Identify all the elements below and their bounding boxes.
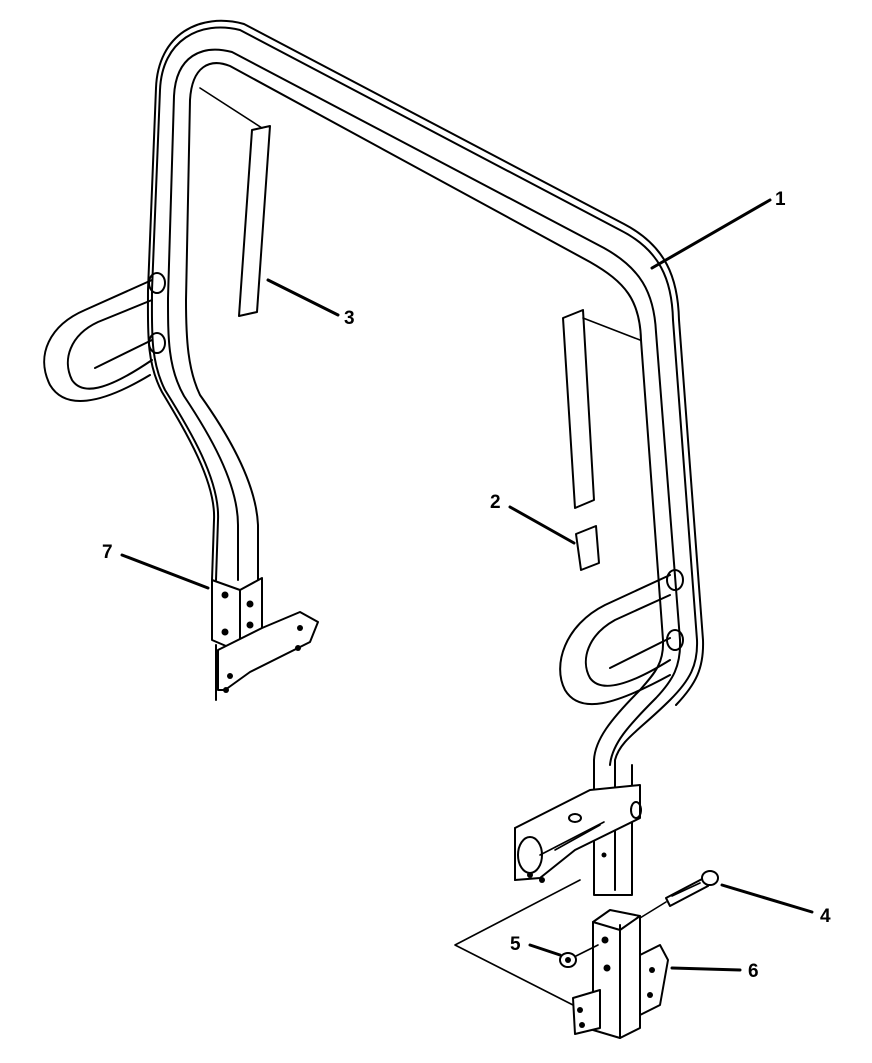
right-receiver-upper — [514, 784, 642, 883]
callout-4: 4 — [820, 906, 831, 927]
left-mount-bracket — [211, 577, 319, 701]
decal-strip-left — [199, 87, 271, 317]
callout-labels: 1 2 3 4 5 6 7 — [102, 189, 831, 982]
leader-3 — [266, 278, 340, 317]
lower-socket-bracket — [572, 909, 669, 1039]
callout-7: 7 — [102, 542, 113, 563]
leader-6 — [670, 966, 742, 972]
bolt — [639, 870, 719, 919]
decal-small — [575, 525, 600, 571]
leader-5 — [528, 943, 562, 957]
leader-2 — [508, 505, 576, 545]
leader-1 — [650, 198, 772, 270]
decal-strip-right — [562, 309, 641, 509]
callout-6: 6 — [748, 961, 759, 982]
leader-4 — [720, 883, 814, 914]
callout-5: 5 — [510, 934, 521, 955]
callout-leaders — [120, 198, 814, 972]
nut — [559, 944, 599, 968]
assembly-guide-lines — [454, 824, 601, 1006]
leader-7 — [120, 553, 210, 590]
callout-2: 2 — [490, 492, 501, 513]
callout-3: 3 — [344, 308, 355, 329]
callout-1: 1 — [775, 189, 786, 210]
roll-bar-frame — [43, 19, 705, 896]
